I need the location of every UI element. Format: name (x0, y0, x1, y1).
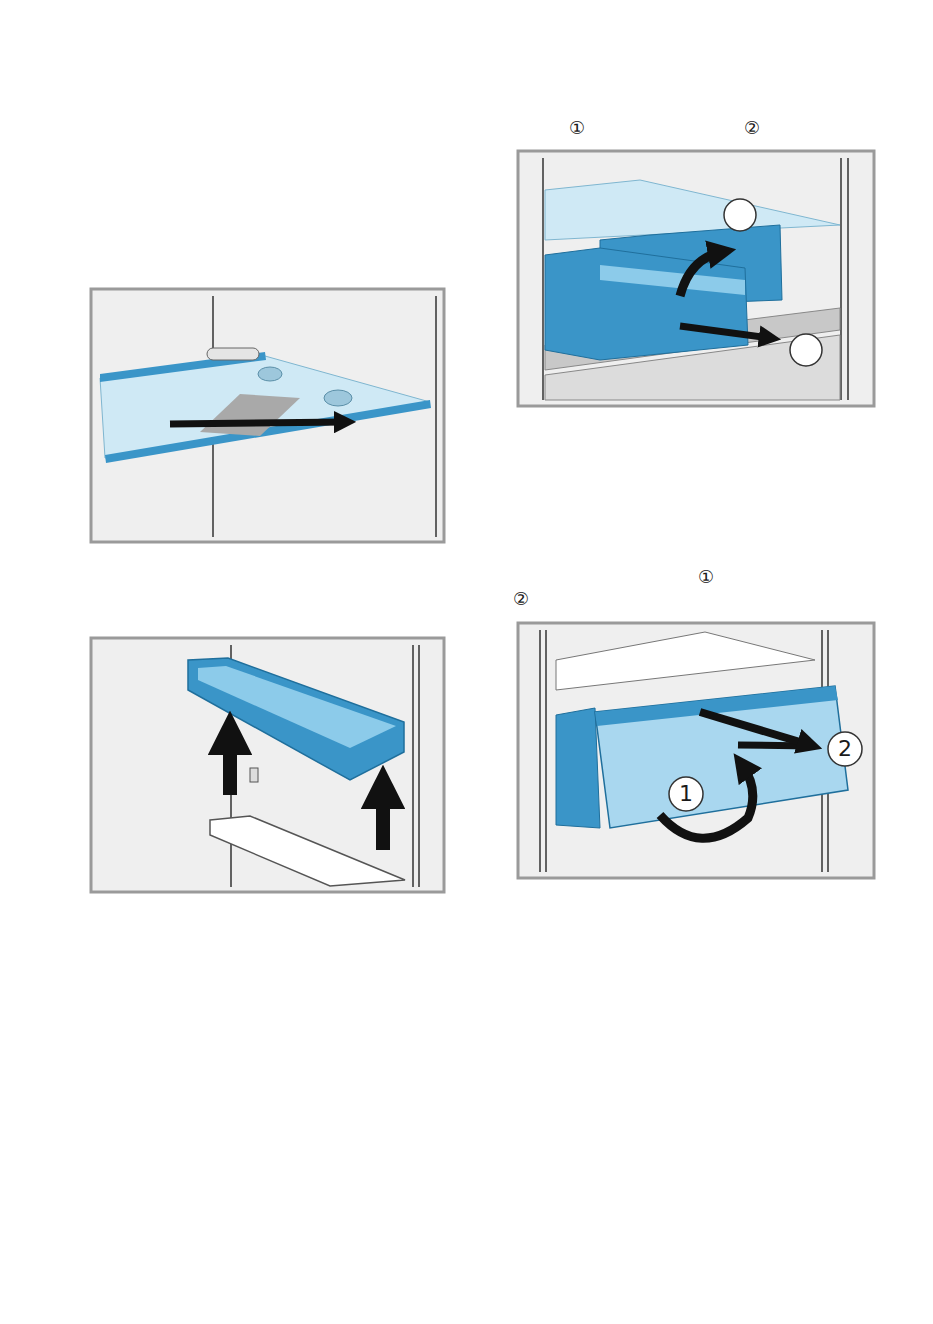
callout-number: 1 (679, 783, 693, 805)
door-rack-illustration (91, 638, 444, 892)
shelf-illustration (91, 289, 444, 542)
step-marker: ② (744, 119, 760, 137)
drawer-front-illustration (518, 623, 874, 878)
step-marker: ① (569, 119, 585, 137)
callout-number: 2 (838, 738, 852, 760)
step-marker: ① (698, 568, 714, 586)
drawer-pair-illustration (518, 151, 874, 406)
step-marker: ② (513, 590, 529, 608)
